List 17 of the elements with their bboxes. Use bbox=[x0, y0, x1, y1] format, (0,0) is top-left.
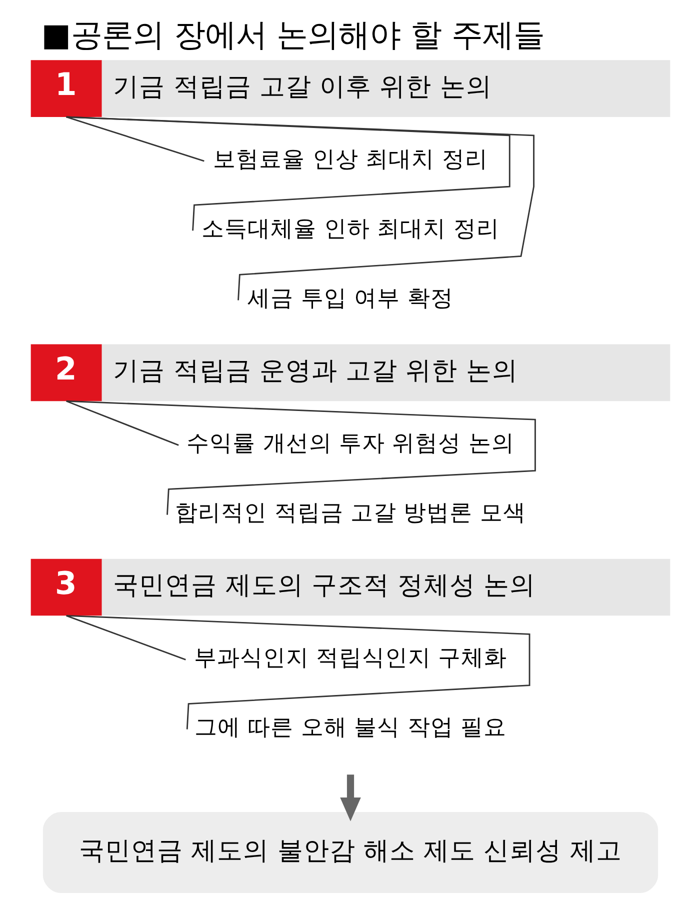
arrow bbox=[340, 774, 360, 821]
node-text: 부과식인지 적립식인지 구체화 bbox=[193, 644, 507, 671]
node-text: 그에 따른 오해 불식 작업 필요 bbox=[194, 714, 506, 740]
node-text: 보험료율 인상 최대치 정리 bbox=[212, 146, 488, 172]
connector bbox=[66, 116, 204, 162]
node-text: 수익률 개선의 투자 위험성 논의 bbox=[186, 430, 514, 456]
connector bbox=[66, 116, 534, 300]
node-text: 세금 투입 여부 확정 bbox=[247, 285, 453, 312]
node-text: 합리적인 적립금 고갈 방법론 모색 bbox=[174, 500, 526, 526]
connector bbox=[66, 400, 536, 514]
connector bbox=[66, 400, 178, 446]
node-box: 국민연금 제도의 불안감 해소 제도 신뢰성 제고 bbox=[42, 812, 658, 893]
connector bbox=[66, 116, 510, 230]
connector bbox=[66, 614, 186, 660]
node-text: 소득대체율 인하 최대치 정리 bbox=[201, 216, 499, 242]
diagram-title: ■공론의 장에서 논의해야 할 주제들 bbox=[40, 16, 544, 53]
connector bbox=[66, 614, 530, 729]
